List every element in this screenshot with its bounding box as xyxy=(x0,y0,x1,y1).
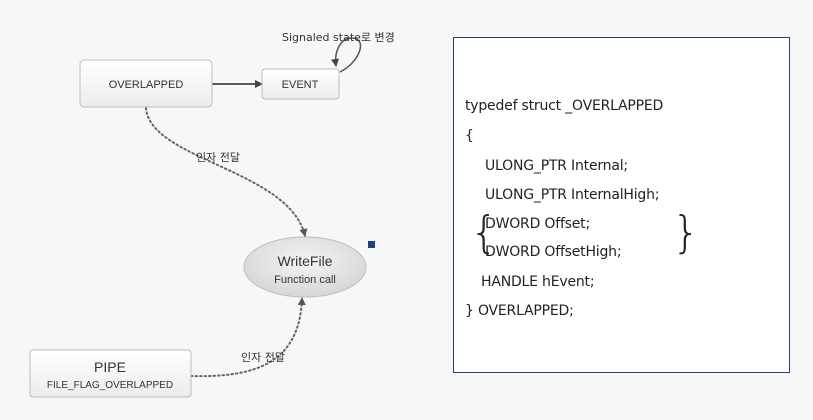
arg-pass-label-top: 인자 전달 xyxy=(196,151,240,164)
code-line-offset-high: DWORD OffsetHigh; xyxy=(485,244,622,260)
writefile-node-subtitle: Function call xyxy=(274,274,336,286)
overlapped-struct-panel: typedef struct _OVERLAPPED { ULONG_PTR I… xyxy=(453,37,790,373)
signaled-state-label: Signaled state로 변경 xyxy=(282,31,395,44)
union-right-brace: } xyxy=(672,207,700,258)
code-line-close: } OVERLAPPED; xyxy=(465,303,574,319)
code-line-internal-high: ULONG_PTR InternalHigh; xyxy=(485,187,660,203)
code-line-typedef: typedef struct _OVERLAPPED xyxy=(465,98,664,114)
pipe-node-subtitle: FILE_FLAG_OVERLAPPED xyxy=(47,380,173,391)
overlapped-node-label: OVERLAPPED xyxy=(109,79,184,91)
overlapped-node: OVERLAPPED xyxy=(79,59,213,108)
slide-marker xyxy=(368,241,375,248)
event-node: EVENT xyxy=(261,68,340,100)
pipe-to-writefile-arrow xyxy=(190,297,306,378)
writefile-node: WriteFile Function call xyxy=(243,236,367,298)
event-self-loop-arrow xyxy=(331,37,362,73)
code-line-internal: ULONG_PTR Internal; xyxy=(485,158,628,174)
pipe-node: PIPE FILE_FLAG_OVERLAPPED xyxy=(29,349,192,398)
code-line-offset: DWORD Offset; xyxy=(485,216,590,232)
code-line-open-brace: { xyxy=(465,128,474,144)
union-left-brace: { xyxy=(470,207,498,258)
writefile-node-title: WriteFile xyxy=(278,253,333,269)
arg-pass-label-bottom: 인자 전달 xyxy=(241,351,285,364)
overlapped-to-writefile-arrow xyxy=(145,107,308,237)
pipe-node-title: PIPE xyxy=(94,359,126,375)
code-line-hevent: HANDLE hEvent; xyxy=(481,274,595,290)
event-node-label: EVENT xyxy=(282,79,319,91)
